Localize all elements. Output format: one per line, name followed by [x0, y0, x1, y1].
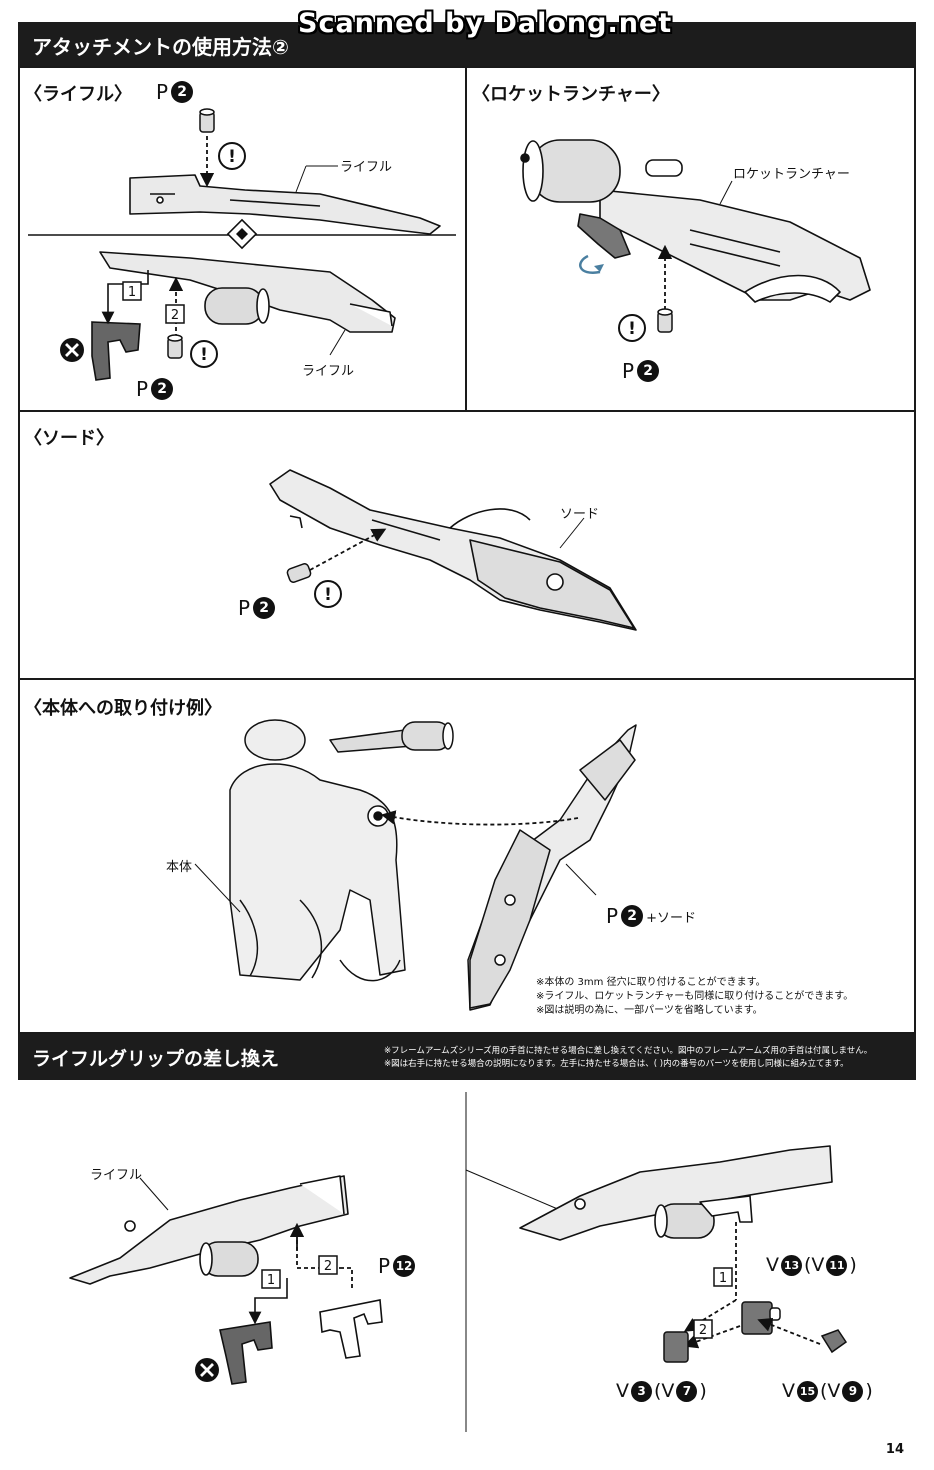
- part-suffix: +ソード: [646, 910, 696, 926]
- part-alt-code: (V: [654, 1380, 675, 1402]
- rifle-illustration-top: [129, 174, 441, 235]
- part-alt-badge: 9: [842, 1380, 864, 1402]
- grip-rifle-label: ライフル: [90, 1168, 143, 1183]
- mount-note-3: ※図は説明の為に、一部パーツを省略しています。: [536, 1005, 763, 1016]
- part-code: P: [156, 80, 169, 104]
- mount-example-panel: [18, 678, 916, 1034]
- grip-right-step-1: 1: [719, 1271, 727, 1286]
- grip-note-1: ※フレームアームズシリーズ用の手首に持たせる場合に差し換えてください。図中のフレ…: [384, 1046, 873, 1056]
- page-number: 14: [885, 1442, 904, 1457]
- remove-x-icon-left: [195, 1358, 219, 1382]
- zoom-diamond-icon: [226, 218, 258, 250]
- mount-section-label: 〈本体への取り付け例〉: [24, 698, 222, 719]
- small-peg-bottom: [167, 334, 183, 359]
- part-number-badge: 2: [621, 905, 644, 927]
- grip-title: ライフルグリップの差し換え: [32, 1047, 280, 1070]
- body-label: 本体: [166, 860, 193, 875]
- rifle-label-top: ライフル: [340, 160, 393, 175]
- part-code: V: [782, 1380, 795, 1402]
- part-alt-badge: 11: [826, 1254, 848, 1276]
- grip-left-step-1: 1: [267, 1273, 275, 1288]
- rifle-part-ref-bottom: P 2: [136, 377, 174, 401]
- step-box-grip-right-1: 1: [713, 1267, 733, 1287]
- part-code: V: [616, 1380, 629, 1402]
- grip-rifle-right: [519, 1145, 833, 1241]
- part-number-badge: 2: [637, 360, 660, 382]
- mounted-sword-illustration: [467, 724, 637, 1011]
- step-1-label: 1: [128, 285, 136, 300]
- grip-title-bar: ライフルグリップの差し換え: [18, 1034, 916, 1080]
- section-title: アタッチメントの使用方法②: [32, 34, 289, 59]
- small-peg-sword: [286, 563, 312, 583]
- part-code: P: [136, 377, 149, 401]
- grip-part-a-ref: V 13 (V 11 ): [766, 1254, 857, 1276]
- scanner-watermark: Scanned by Dalong.net: [298, 8, 673, 39]
- step-box-grip-left-2: 2: [318, 1255, 338, 1275]
- part-alt-code: (V: [820, 1380, 841, 1402]
- part-code: P: [378, 1254, 391, 1278]
- part-number-badge: 2: [253, 597, 276, 619]
- small-peg-top: [199, 108, 215, 133]
- part-number-badge: 15: [797, 1380, 818, 1402]
- body-figure-illustration: [229, 719, 454, 982]
- part-number-badge: 3: [631, 1380, 652, 1402]
- new-grip-part-p12: [319, 1299, 383, 1359]
- old-grip-part-left: [219, 1321, 273, 1385]
- step-box-rifle-1: 1: [122, 281, 142, 301]
- old-grip-part: [91, 321, 141, 381]
- rifle-section-label: 〈ライフル〉: [24, 84, 132, 105]
- grip-part-b-ref: V 3 (V 7 ): [616, 1380, 707, 1402]
- part-alt-code: (V: [804, 1254, 825, 1276]
- grip-note-2: ※図は右手に持たせる場合の説明になります。左手に持たせる場合は、( )内の番号の…: [384, 1059, 849, 1069]
- warning-icon-rocket: !: [618, 314, 646, 342]
- part-code: P: [238, 596, 251, 620]
- part-number-badge: 13: [781, 1254, 802, 1276]
- part-number-badge: 2: [171, 81, 194, 103]
- svg-text:!: !: [628, 319, 636, 339]
- svg-text:!: !: [228, 147, 236, 167]
- warning-icon-rifle-bottom: !: [190, 340, 218, 368]
- rocket-section-label: 〈ロケットランチャー〉: [472, 84, 670, 105]
- grip-rifle-left: [69, 1175, 349, 1285]
- warning-icon-sword: !: [314, 580, 342, 608]
- part-code: P: [622, 359, 635, 383]
- warning-icon-rifle-top: !: [218, 142, 246, 170]
- grip-part-v3: [663, 1331, 689, 1363]
- sword-section-label: 〈ソード〉: [24, 428, 114, 449]
- sword-part-ref: P 2: [238, 596, 276, 620]
- rocket-launcher-illustration: [520, 139, 871, 303]
- step-box-grip-left-1: 1: [261, 1269, 281, 1289]
- sword-illustration: [269, 469, 637, 631]
- rocket-label: ロケットランチャー: [733, 167, 850, 182]
- grip-part-v15: [820, 1329, 848, 1354]
- part-code: P: [606, 904, 619, 928]
- remove-x-icon: [60, 338, 84, 362]
- svg-text:!: !: [324, 585, 332, 605]
- mount-note-2: ※ライフル、ロケットランチャーも同様に取り付けることができます。: [536, 991, 854, 1002]
- rifle-illustration-bottom: [99, 251, 396, 333]
- grip-part-v13: [741, 1301, 781, 1335]
- step-2-label: 2: [171, 308, 179, 323]
- grip-left-part-ref: P 12: [378, 1254, 416, 1278]
- grip-part-c-ref: V 15 (V 9 ): [782, 1380, 873, 1402]
- section-title-bar: アタッチメントの使用方法②: [18, 22, 916, 68]
- svg-text:!: !: [200, 345, 208, 365]
- rifle-label-bottom: ライフル: [302, 364, 355, 379]
- part-number-badge: 12: [393, 1255, 416, 1277]
- small-peg-rocket: [657, 308, 673, 333]
- rocket-part-ref: P 2: [622, 359, 660, 383]
- mount-note-1: ※本体の 3mm 径穴に取り付けることができます。: [536, 977, 766, 988]
- step-box-grip-right-2: 2: [693, 1319, 713, 1339]
- sword-label: ソード: [560, 507, 600, 522]
- rifle-part-ref-top: P 2: [156, 80, 194, 104]
- grip-left-step-2: 2: [324, 1259, 332, 1274]
- mount-part-ref: P 2 +ソード: [606, 904, 696, 928]
- grip-right-step-2: 2: [699, 1323, 707, 1338]
- part-code: V: [766, 1254, 779, 1276]
- part-number-badge: 2: [151, 378, 174, 400]
- step-box-rifle-2: 2: [165, 304, 185, 324]
- part-alt-badge: 7: [676, 1380, 698, 1402]
